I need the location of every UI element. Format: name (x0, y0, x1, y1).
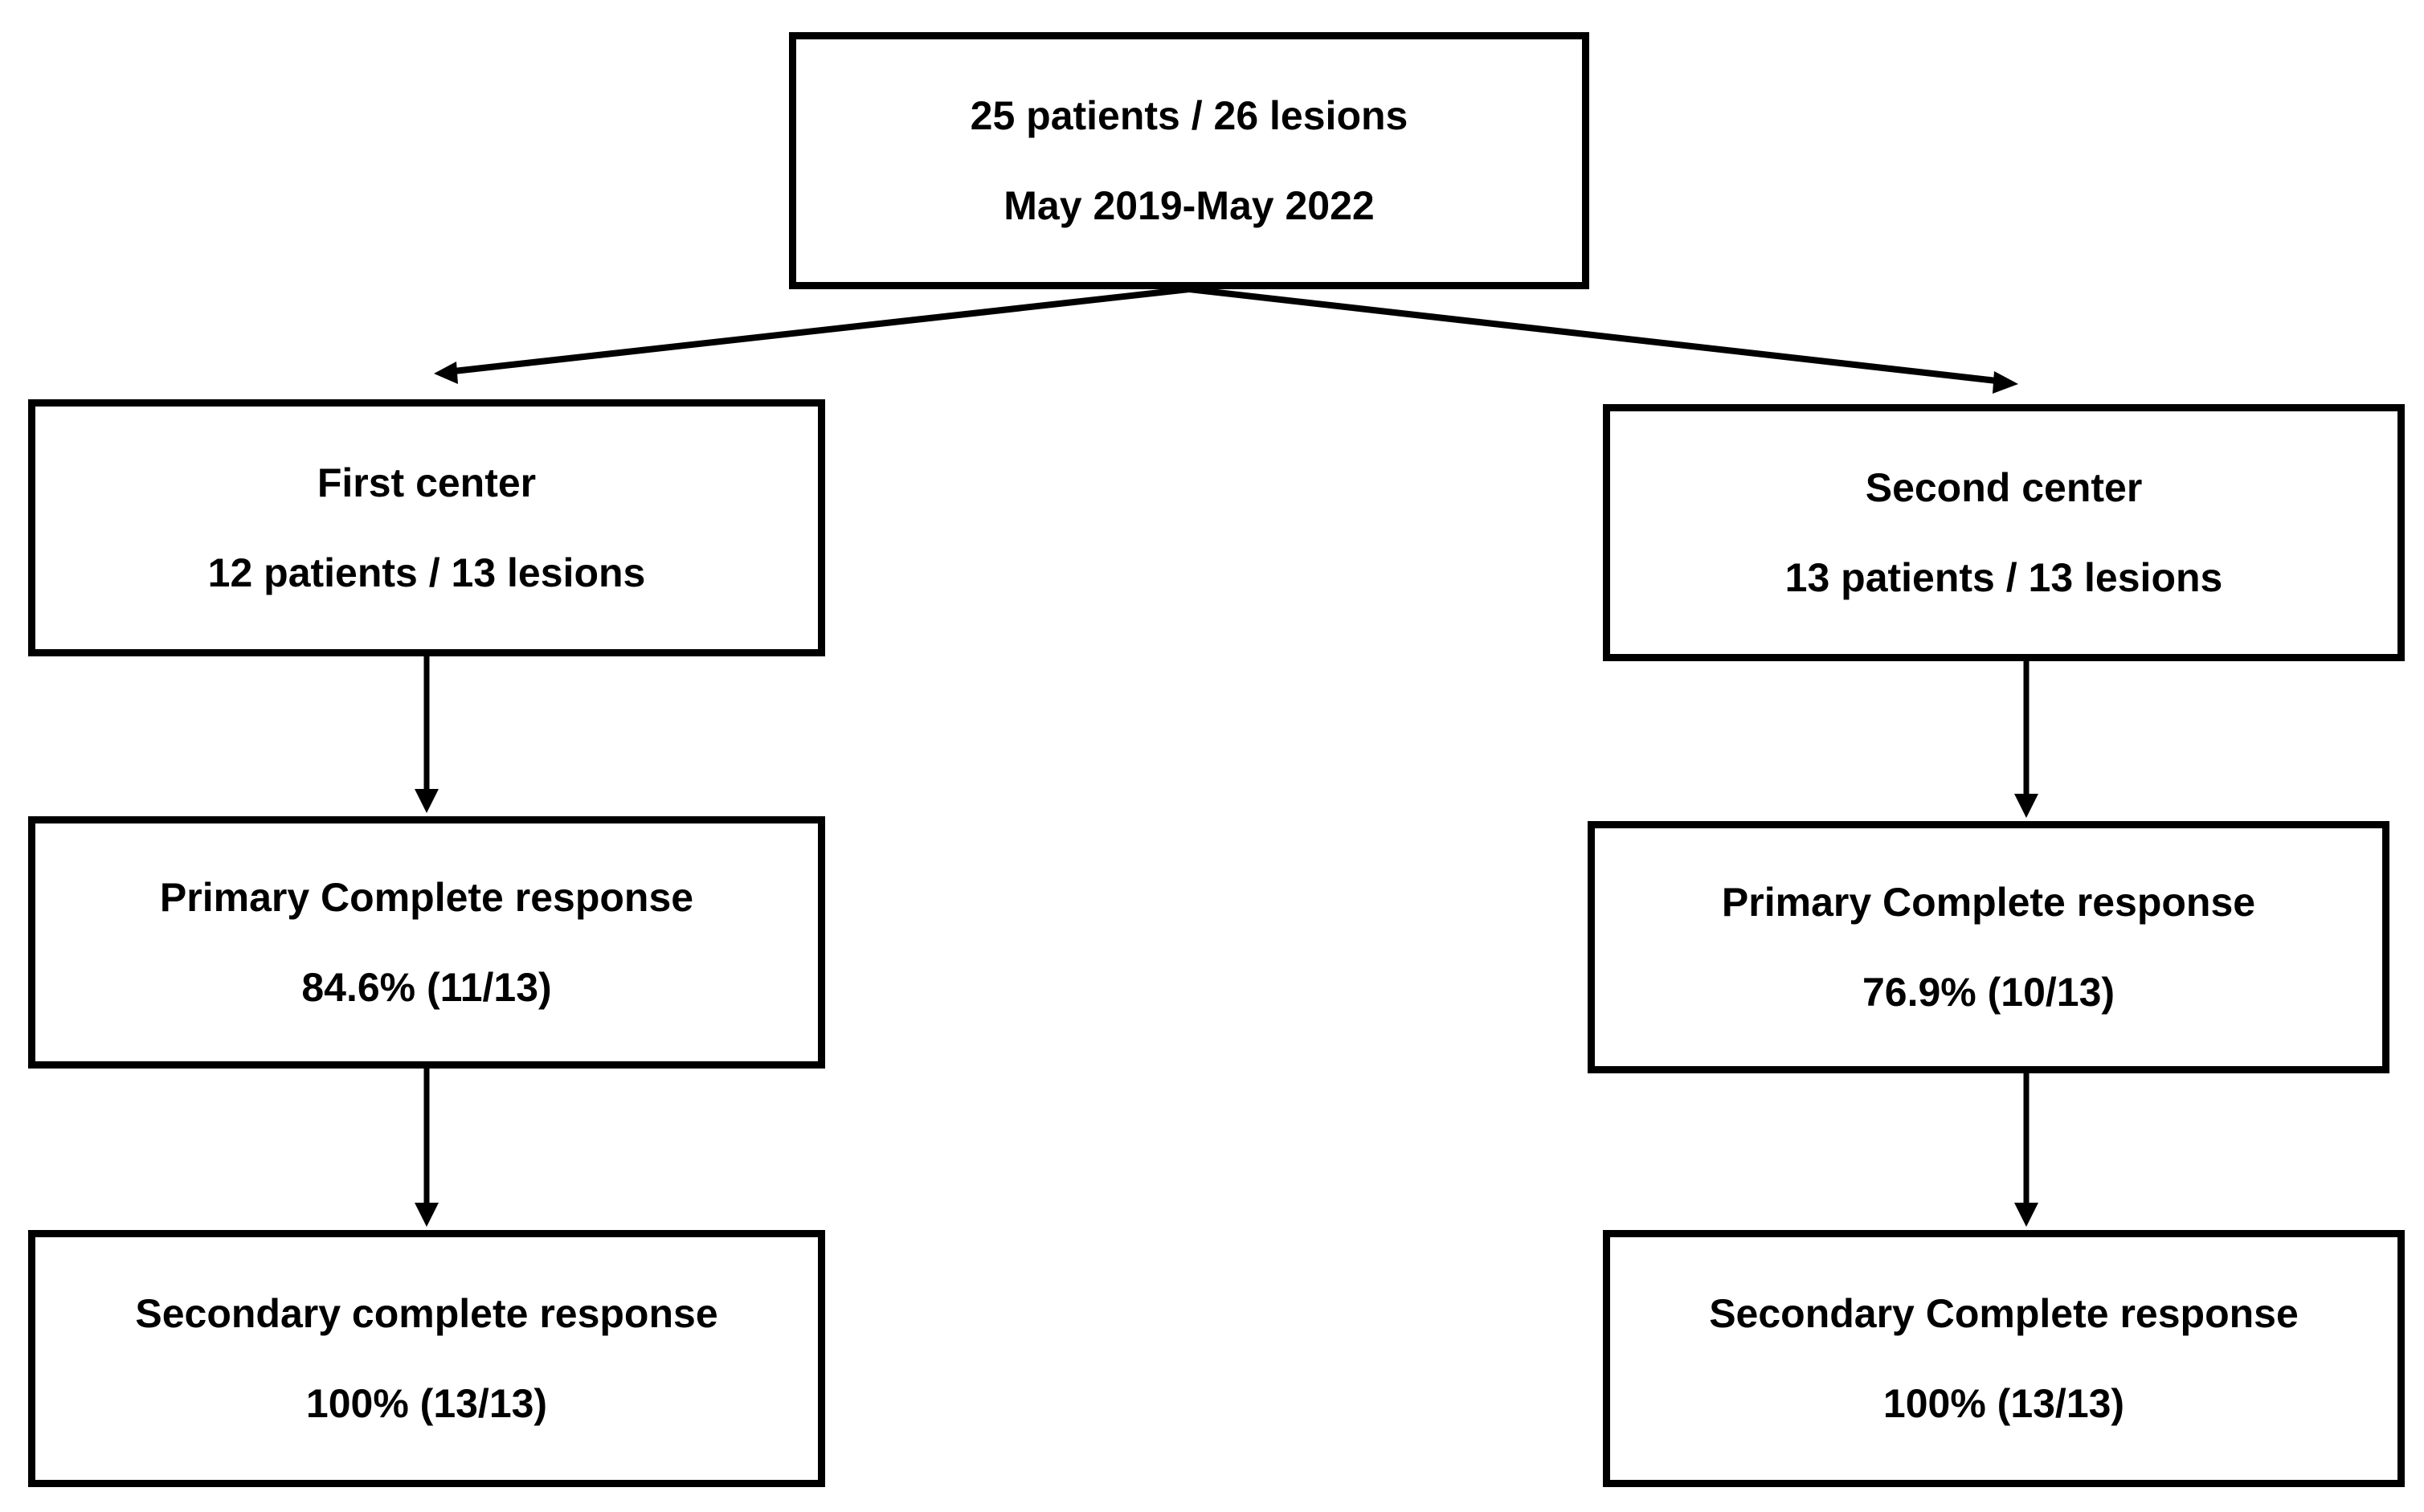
root-patient-count: 25 patients / 26 lesions (970, 93, 1408, 138)
first-center-title: First center (317, 460, 537, 505)
arrowhead-first-center (434, 362, 458, 384)
arrowhead-first-secondary (415, 1203, 439, 1227)
first-primary-response-label: Primary Complete response (159, 875, 694, 920)
root-box: 25 patients / 26 lesions May 2019-May 20… (789, 32, 1589, 289)
root-date-range: May 2019-May 2022 (1004, 183, 1375, 228)
second-secondary-response-value: 100% (13/13) (1882, 1381, 2125, 1426)
second-center-secondary-response-box: Secondary Complete response 100% (13/13) (1603, 1230, 2405, 1487)
arrowhead-second-secondary (2014, 1203, 2038, 1227)
first-primary-response-value: 84.6% (11/13) (301, 965, 552, 1010)
first-center-secondary-response-box: Secondary complete response 100% (13/13) (28, 1230, 825, 1487)
second-center-title: Second center (1865, 465, 2143, 510)
first-center-count: 12 patients / 13 lesions (207, 550, 646, 595)
arrowhead-second-primary (2014, 794, 2038, 818)
arrowhead-first-primary (415, 789, 439, 813)
second-center-count: 13 patients / 13 lesions (1784, 555, 2223, 600)
first-secondary-response-label: Secondary complete response (135, 1291, 718, 1336)
first-secondary-response-value: 100% (13/13) (305, 1381, 548, 1426)
second-primary-response-value: 76.9% (10/13) (1862, 970, 2115, 1015)
second-primary-response-label: Primary Complete response (1721, 880, 2256, 925)
connector-root-to-second-center (1188, 286, 1997, 384)
connector-root-to-first-center (453, 286, 1190, 374)
second-center-primary-response-box: Primary Complete response 76.9% (10/13) (1588, 821, 2389, 1073)
second-secondary-response-label: Secondary Complete response (1709, 1291, 2299, 1336)
arrowhead-second-center (1993, 371, 2018, 394)
second-center-box: Second center 13 patients / 13 lesions (1603, 404, 2405, 661)
first-center-primary-response-box: Primary Complete response 84.6% (11/13) (28, 816, 825, 1069)
first-center-box: First center 12 patients / 13 lesions (28, 399, 825, 656)
